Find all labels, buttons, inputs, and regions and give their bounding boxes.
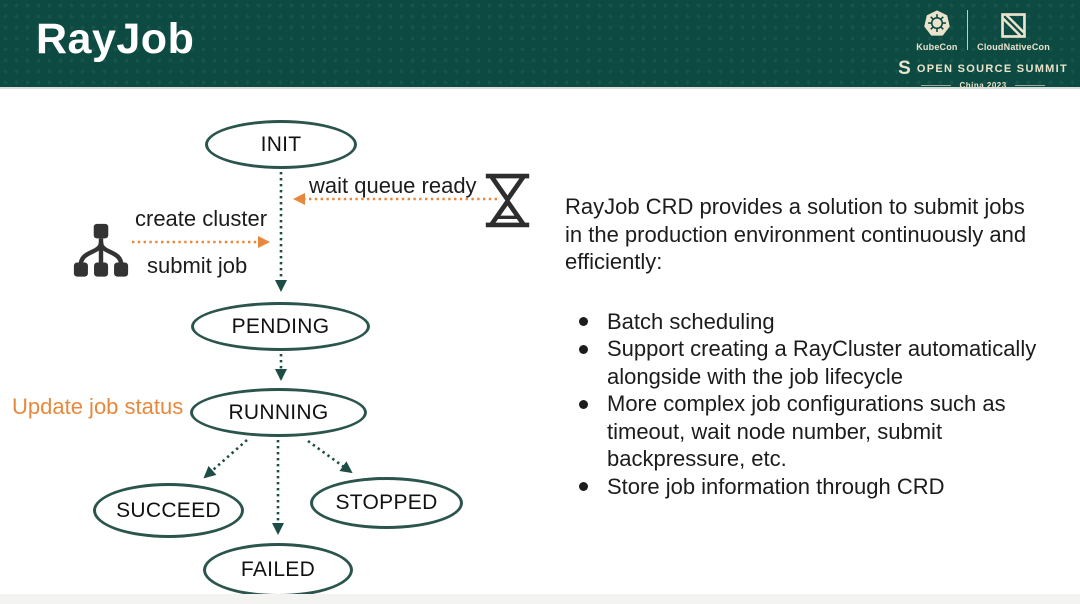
state-stopped: STOPPED: [310, 477, 463, 529]
state-pending: PENDING: [191, 302, 370, 351]
kubernetes-wheel-icon: [924, 10, 950, 36]
kubecon-label: KubeCon: [916, 42, 958, 52]
edition-label: China 2023: [959, 81, 1007, 90]
cloudnativecon-label: CloudNativeCon: [977, 42, 1050, 52]
page-title: RayJob: [36, 15, 195, 63]
edition-dash-left: [921, 84, 952, 87]
footer-strip: [0, 594, 1080, 604]
intro-paragraph: RayJob CRD provides a solution to submit…: [565, 193, 1070, 276]
conference-logo-row: KubeCon CloudNativeCon: [916, 7, 1050, 52]
update-job-status-label: Update job status: [12, 394, 184, 419]
open-source-summit-s-icon: S: [898, 58, 911, 79]
create-cluster-label: create cluster: [135, 206, 268, 231]
description-panel: RayJob CRD provides a solution to submit…: [565, 193, 1070, 500]
state-running: RUNNING: [190, 388, 367, 437]
intro-line: in the production environment continuous…: [565, 221, 1027, 247]
arrow-running-to-stopped: [307, 439, 353, 474]
intro-line: efficiently:: [565, 249, 663, 274]
ray-cluster-icon: [73, 223, 129, 277]
logo-divider: [966, 9, 969, 50]
arrow-running-to-succeed: [203, 439, 248, 479]
bullet-item: Support creating a RayCluster automatica…: [565, 335, 1065, 390]
edition-dash-right: [1014, 84, 1045, 87]
cloudnativecon-square-icon: [1001, 13, 1026, 38]
open-source-summit: S OPEN SOURCE SUMMIT: [898, 59, 1068, 78]
slide-header: RayJob: [0, 0, 1080, 90]
bullet-item: Store job information through CRD: [565, 473, 1065, 501]
conference-logos: KubeCon CloudNativeCon S OPEN SOURCE SUM…: [898, 7, 1068, 90]
conference-edition: China 2023: [921, 81, 1045, 90]
state-failed: FAILED: [203, 543, 353, 597]
feature-bullet-list: Batch scheduling Support creating a RayC…: [565, 308, 1065, 501]
hourglass-icon: [485, 173, 530, 228]
open-source-summit-label: OPEN SOURCE SUMMIT: [916, 62, 1068, 75]
kubecon-logo: KubeCon: [916, 7, 957, 52]
cloudnativecon-logo: CloudNativeCon: [977, 7, 1050, 52]
intro-line: RayJob CRD provides a solution to submit…: [565, 194, 1025, 219]
submit-job-label: submit job: [147, 253, 248, 278]
wait-queue-ready-label: wait queue ready: [309, 173, 477, 198]
bullet-item: More complex job configurations such as …: [565, 390, 1065, 473]
state-succeed: SUCCEED: [93, 483, 244, 538]
state-init: INIT: [205, 120, 357, 169]
bullet-item: Batch scheduling: [565, 308, 1065, 336]
